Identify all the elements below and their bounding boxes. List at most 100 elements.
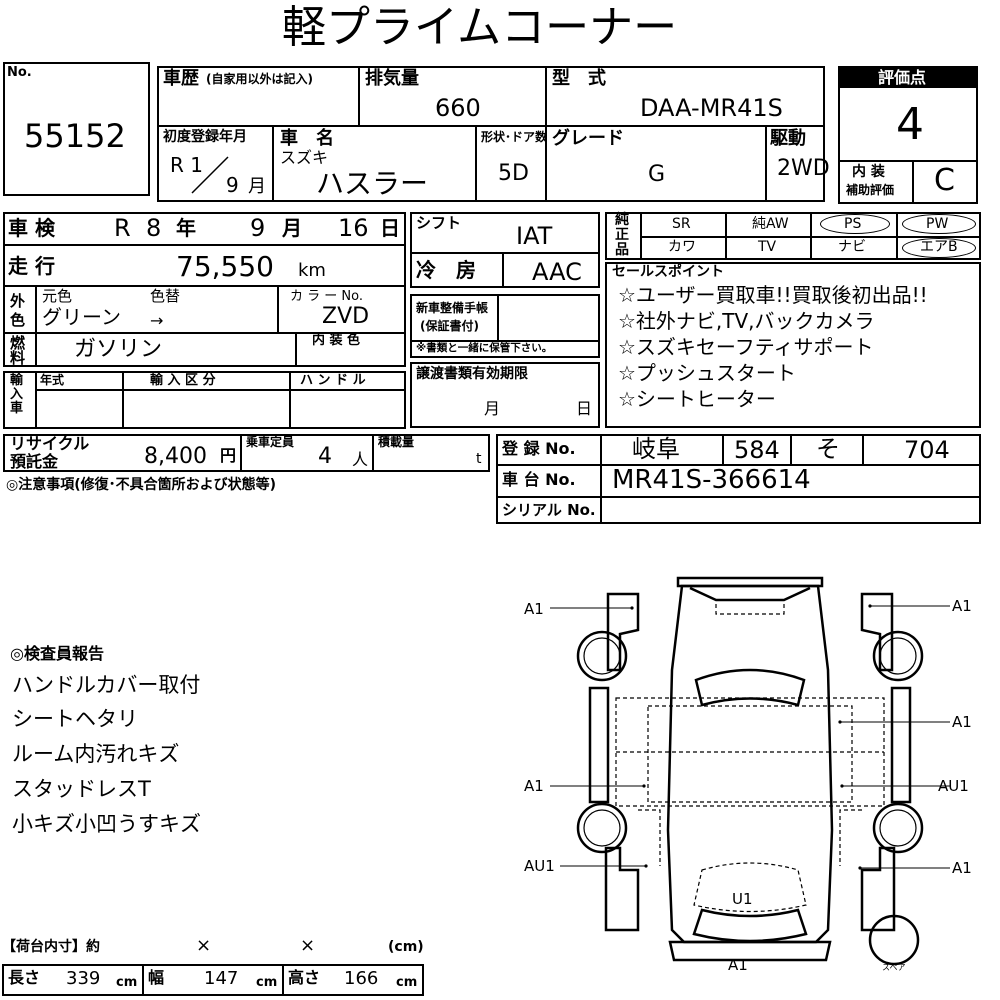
manual-block: [410, 294, 600, 358]
equip-aw: 純AW: [752, 216, 789, 232]
inspection-block: [3, 212, 406, 367]
equip-pw: PW: [926, 216, 949, 232]
vehicle-info-block: [157, 66, 825, 202]
sales-point: ☆スズキセーフティサポート: [618, 335, 874, 359]
shift-block: [410, 212, 600, 288]
first-reg-slash: [191, 156, 229, 194]
cargo-height-unit: cm: [396, 975, 418, 990]
cargo-times-2: ×: [300, 935, 316, 956]
transfer-docs-month-unit: 月: [484, 399, 501, 418]
sales-points-block: [605, 262, 981, 428]
exterior-color-label: 外色: [10, 292, 26, 329]
inspection-label: 車 検: [8, 216, 55, 240]
inspection-era: R: [114, 214, 131, 242]
manual-note: ※書類と一緒に保管下さい。: [416, 342, 553, 354]
transfer-docs-label: 譲渡書類有効期限: [416, 366, 528, 382]
lot-number-box: [3, 62, 150, 196]
change-color-label: 色替: [150, 287, 181, 305]
inspection-month: 9: [250, 214, 266, 242]
sales-points-label: セールスポイント: [612, 264, 724, 280]
damage-label-right-rear: A1: [952, 859, 972, 877]
damage-label-rear: A1: [728, 956, 748, 974]
report-item: シートヘタリ: [12, 707, 138, 731]
serial-label: シリアル No.: [502, 501, 596, 519]
registration-kana: そ: [816, 435, 840, 463]
color-code-value: ZVD: [322, 304, 370, 329]
lot-number-label: No.: [7, 65, 32, 80]
car-damage-diagram: [550, 576, 950, 966]
shift-label: シフト: [416, 214, 462, 232]
first-reg-era: R 1: [170, 153, 203, 177]
car-name-label: 車 名: [280, 128, 334, 149]
car-name: ハスラー: [316, 167, 429, 200]
spare-tire-label: スペア: [882, 963, 906, 972]
inspection-day: 16: [338, 214, 369, 242]
sales-point: ☆プッシュスタート: [618, 361, 796, 385]
damage-label-left-mid: A1: [524, 777, 544, 795]
damage-label-left-rear: AU1: [524, 857, 555, 875]
registration-number: 704: [904, 436, 950, 464]
cargo-length-unit: cm: [116, 975, 138, 990]
car-maker: スズキ: [280, 148, 329, 167]
interior-color-label: 内 装 色: [312, 333, 361, 348]
doors-value: 5D: [498, 161, 529, 186]
cargo-length-label: 長さ: [8, 968, 41, 987]
equip-ps: PS: [844, 216, 862, 232]
color-code-label: カ ラ ー No.: [290, 289, 363, 304]
fuel-value: ガソリン: [74, 337, 163, 362]
registration-block: [496, 434, 981, 524]
cargo-label: 【荷台内寸】約: [2, 939, 100, 955]
mileage-value: 75,550: [176, 250, 274, 283]
registration-class: 584: [734, 436, 780, 464]
model-label: 型 式: [552, 68, 606, 89]
drive-value: 2WD: [777, 156, 830, 181]
interior-score-label1: 内 装: [852, 164, 885, 180]
sales-point: ☆シートヒーター: [618, 387, 776, 411]
sales-point: ☆ユーザー買取車!!買取後初出品!!: [618, 283, 928, 307]
cargo-width-label: 幅: [148, 968, 165, 987]
cargo-width-unit: cm: [256, 975, 278, 990]
transfer-docs-block: [410, 362, 600, 428]
cargo-height: 166: [344, 968, 379, 989]
report-item: ルーム内汚れキズ: [12, 742, 180, 766]
interior-score-label2: 補助評価: [846, 183, 895, 197]
inspection-year-unit: 年: [176, 216, 196, 240]
aircon-value: AAC: [532, 258, 582, 286]
damage-label-roof: U1: [732, 890, 753, 908]
color-arrow: →: [150, 311, 164, 330]
chassis-value: MR41S-366614: [612, 465, 811, 495]
import-class-label: 輸 入 区 分: [150, 373, 216, 388]
first-reg-label: 初度登録年月: [163, 129, 247, 145]
chassis-label: 車 台 No.: [502, 470, 576, 489]
caution-label: ◎注意事項(修復･不具合箇所および状態等): [6, 477, 277, 493]
score-box: [838, 66, 978, 204]
cargo-length: 339: [66, 968, 101, 989]
mileage-label: 走 行: [8, 254, 55, 278]
report-item: スタッドレスT: [12, 777, 151, 801]
model-value: DAA-MR41S: [640, 94, 783, 122]
registration-area: 岐阜: [632, 435, 680, 463]
page-title: 軽プライムコーナー: [282, 2, 678, 53]
manual-label1: 新車整備手帳: [416, 301, 489, 315]
equipment-label: 純正品: [615, 212, 629, 258]
equip-navi: ナビ: [838, 239, 866, 255]
import-handle-label: ハ ン ド ル: [300, 373, 366, 388]
damage-label-right-mid: AU1: [938, 777, 969, 795]
cargo-width: 147: [204, 968, 239, 989]
drive-label: 駆動: [770, 128, 806, 149]
displacement-value: 660: [435, 94, 481, 122]
first-reg-month-unit: 月: [248, 176, 266, 197]
report-item: ハンドルカバー取付: [12, 673, 201, 697]
load-label: 積載量: [378, 435, 415, 449]
damage-label-right-door: A1: [952, 713, 972, 731]
damage-label-front-right: A1: [952, 597, 972, 615]
damage-label-front-left: A1: [524, 600, 544, 618]
registration-label: 登 録 No.: [502, 439, 576, 458]
recycle-unit: 円: [220, 446, 237, 465]
recycle-label2: 預託金: [10, 452, 59, 471]
score-label: 評価点: [878, 68, 927, 87]
orig-color-value: グリーン: [42, 305, 121, 329]
recycle-block: [3, 434, 490, 472]
aircon-label: 冷 房: [416, 258, 476, 282]
import-year-label: 年式: [40, 373, 65, 387]
